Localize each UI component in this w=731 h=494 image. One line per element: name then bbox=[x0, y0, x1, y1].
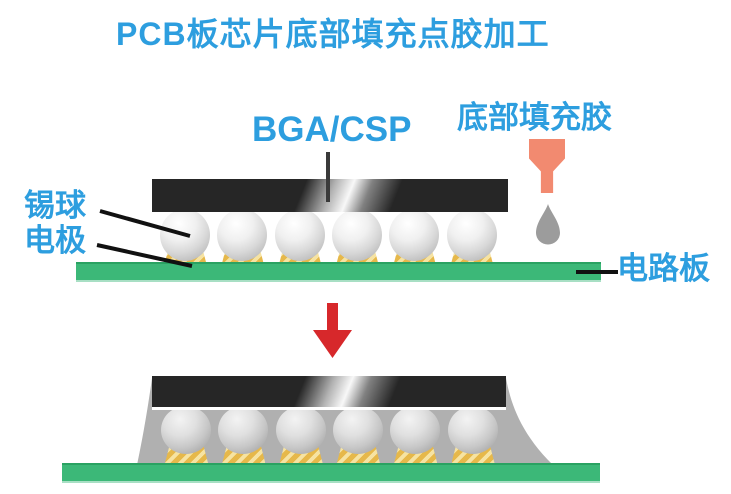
diagram-title: PCB板芯片底部填充点胶加工 bbox=[116, 16, 550, 52]
solder-ball bbox=[274, 209, 325, 261]
electrode-leader-line bbox=[96, 243, 193, 268]
solder-ball bbox=[389, 209, 440, 261]
solder-ball bbox=[275, 406, 326, 454]
solder-ball bbox=[390, 406, 441, 454]
solder-ball bbox=[218, 406, 269, 454]
solder-ball bbox=[446, 209, 497, 261]
solder-ball-label: 锡球 bbox=[24, 188, 86, 223]
circuit-board-top bbox=[76, 262, 601, 282]
solder-ball-row-bottom bbox=[161, 406, 511, 456]
circuit-board-label: 电路板 bbox=[617, 251, 710, 286]
solder-ball bbox=[217, 209, 268, 261]
solder-ball bbox=[161, 406, 211, 454]
solder-ball bbox=[331, 209, 382, 261]
down-arrow-icon bbox=[313, 303, 352, 358]
solder-ball-leader-line bbox=[99, 209, 191, 238]
circuit-board-bottom bbox=[62, 463, 600, 483]
chip-label: BGA/CSP bbox=[252, 110, 412, 149]
solder-ball bbox=[447, 406, 498, 454]
solder-ball-row-top bbox=[160, 209, 510, 263]
electrode-label: 电极 bbox=[24, 223, 86, 258]
solder-ball bbox=[332, 406, 383, 454]
glue-droplet-icon bbox=[536, 204, 560, 245]
bga-chip-bottom bbox=[152, 376, 506, 410]
underfill-glue-label: 底部填充胶 bbox=[457, 100, 612, 135]
